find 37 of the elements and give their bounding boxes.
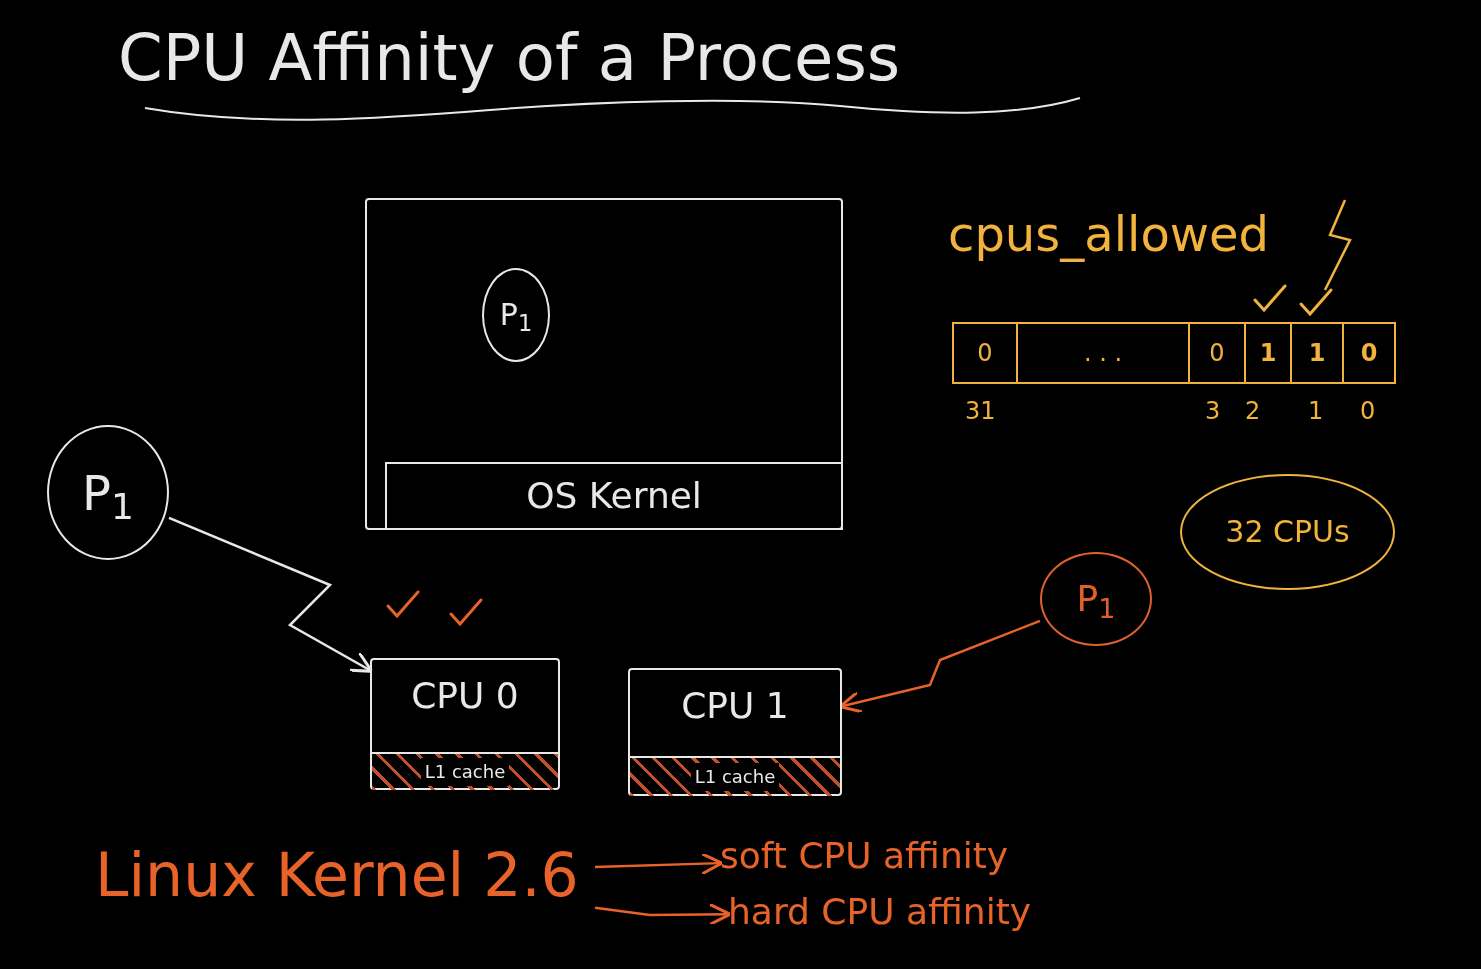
node-label: 1 [1308,338,1326,369]
node-label: L1 cache [420,758,510,786]
node-label: 1 [1259,338,1277,369]
bit-index: 31 [965,396,996,427]
kernel-band [385,462,843,530]
cache-band [372,752,558,790]
node-label: 0 [977,338,993,369]
node-label: OS Kernel [526,476,702,516]
process-circle [482,268,550,362]
node-label: CPU 1 [681,686,789,726]
note-text: hard CPU affinity [728,892,1032,932]
system-box [365,198,843,530]
cpu-box [370,658,560,790]
cpu-box [628,668,842,796]
bit-index: 2 [1245,396,1261,427]
bit-index: 3 [1205,396,1221,427]
node-label: L1 cache [690,763,780,791]
bitmask-bar [952,322,1396,384]
node-label: 0 [1209,338,1225,369]
bit-index: 1 [1308,396,1324,427]
arrow [594,902,732,926]
process-circle [47,425,169,560]
arrow [594,852,724,876]
bit-index: 0 [1360,396,1376,427]
node-label: 0 [1360,338,1378,369]
count-ellipse [1180,474,1395,590]
node-label: P$_{1}$ [499,297,533,333]
note-text: soft CPU affinity [720,836,1009,876]
title: CPU Affinity of a Process [118,20,901,97]
node-label: P$_{1}$ [82,468,134,517]
cache-band [630,756,840,796]
node-label: CPU 0 [411,676,519,716]
node-label: P$_{1}$ [1076,579,1116,619]
process-circle [1040,552,1152,646]
note-text: Linux Kernel 2.6 [95,845,579,905]
node-label: . . . [1083,338,1123,369]
node-label: 32 CPUs [1225,514,1350,550]
